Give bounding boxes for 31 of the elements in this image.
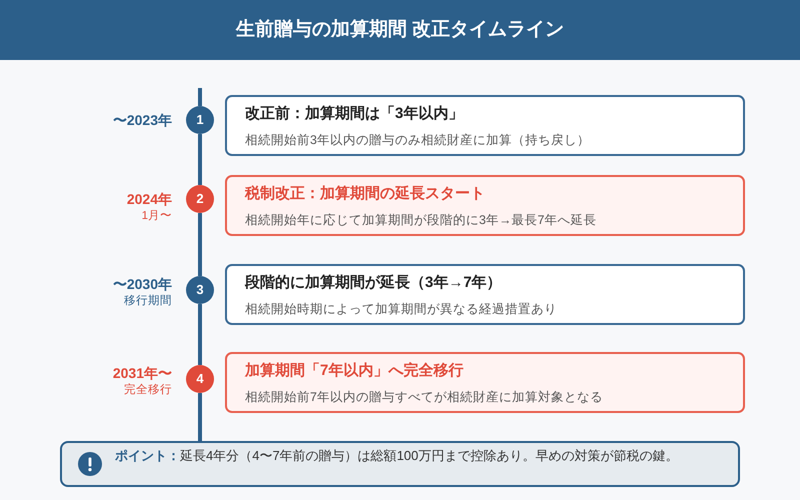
card-description: 相続開始前7年以内の贈与すべてが相続財産に加算対象となる (245, 389, 603, 406)
timeline-card (225, 264, 745, 325)
number-circle: 2 (186, 185, 214, 213)
date-label: 〜2023年 (112, 111, 172, 129)
timeline-line (198, 393, 202, 441)
note-box (60, 441, 740, 487)
period-label: 移行期間 (124, 294, 172, 309)
date-label: 〜2030年 (112, 275, 172, 293)
note-text: ポイント：延長4年分（4〜7年前の贈与）は総額100万円まで控除あり。早めの対策が節税の鍵。 (115, 447, 678, 465)
timeline-line (198, 134, 202, 185)
date-label: 2024年 (126, 190, 172, 208)
period-label: 完全移行 (124, 382, 172, 398)
number-circle: 1 (186, 106, 214, 134)
timeline-line (198, 213, 202, 276)
card-description: 相続開始前3年以内の贈与のみ相続財産に加算（持ち戻し） (245, 132, 590, 149)
card-description: 相続開始時期によって加算期間が異なる経過措置あり (245, 301, 557, 318)
date-label: 2031年〜 (112, 364, 172, 382)
period-label: 1月〜 (142, 209, 172, 224)
number-circle: 4 (186, 365, 214, 393)
number-circle: 3 (186, 276, 214, 304)
card-heading: 税制改正：加算期間の延長スタート (245, 184, 485, 204)
card-heading: 改正前：加算期間は「3年以内」 (245, 104, 464, 124)
card-heading: 段階的に加算期間が延長（3年→7年） (245, 273, 502, 293)
timeline-line (198, 88, 202, 106)
timeline-card (225, 95, 745, 156)
timeline-line (198, 304, 202, 365)
timeline-card (225, 175, 745, 236)
timeline-card (225, 352, 745, 413)
title: 生前贈与の加算期間 改正タイムライン (234, 18, 566, 42)
card-description: 相続開始年に応じて加算期間が段階的に3年→最長7年へ延長 (245, 212, 596, 229)
card-heading: 加算期間「7年以内」へ完全移行 (245, 361, 464, 381)
